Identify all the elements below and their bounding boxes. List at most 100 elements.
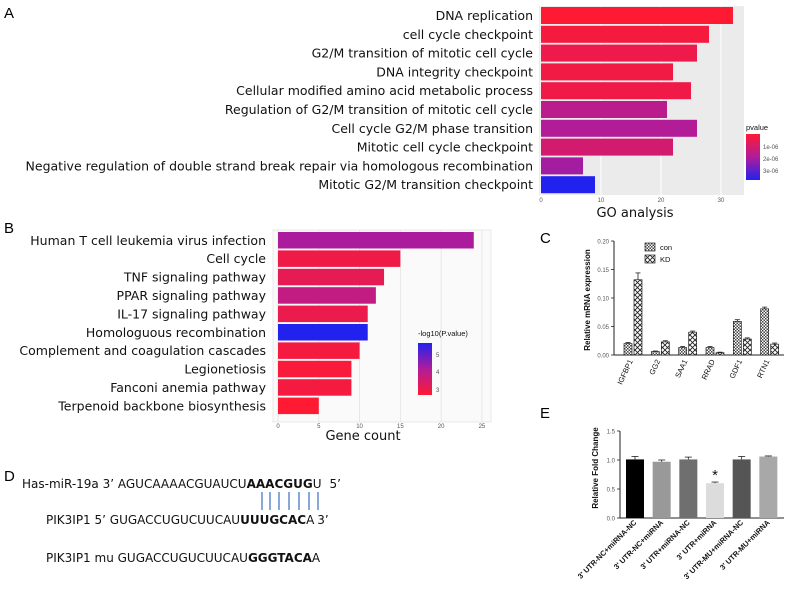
go-bar <box>541 119 697 137</box>
mrna-category-label: GG2 <box>647 358 662 376</box>
go-category-label: cell cycle checkpoint <box>403 27 533 42</box>
panel-label-e: E <box>540 405 550 422</box>
fold-category-label: 3' UTR-MU+miRNA <box>718 518 772 572</box>
target-site-region: UUUGCAC <box>240 513 306 527</box>
panel-label-a: A <box>4 5 14 22</box>
mrna-bar-con <box>705 347 715 356</box>
fold-ytick-label: 0.0 <box>607 517 616 523</box>
kegg-category-label: TNF signaling pathway <box>123 270 267 285</box>
go-category-label: Regulation of G2/M transition of mitotic… <box>225 102 533 117</box>
kegg-category-label: Cell cycle <box>206 251 266 266</box>
go-category-label: DNA integrity checkpoint <box>376 64 533 79</box>
kegg-category-label: IL-17 signaling pathway <box>117 306 266 321</box>
go-category-label: G2/M transition of mitotic cell cycle <box>312 46 534 61</box>
mrna-bar-KD <box>660 341 670 356</box>
go-legend-tick: 3e-06 <box>763 169 779 175</box>
legend-label-con: con <box>660 243 672 252</box>
mirna-sequence-tail: U <box>313 477 322 491</box>
mrna-category-label: SAA1 <box>673 358 689 379</box>
go-category-label: Mitotic cell cycle checkpoint <box>357 140 533 155</box>
fold-bar <box>759 456 778 518</box>
fold-category-label: 3' UTR-NC+miRNA <box>612 518 666 572</box>
mirna-seed-region: AAACGUG <box>247 477 313 491</box>
mrna-bar-KD <box>688 331 698 356</box>
mutant-sequence-prefix: PIK3IP1 mu GUGACCUGUCUUCAU <box>46 551 248 565</box>
mutant-sequence: PIK3IP1 mu GUGACCUGUCUUCAUGGGTACAA <box>46 551 321 565</box>
kegg-bar <box>278 397 319 415</box>
target-sequence-tail: A <box>306 513 315 527</box>
go-category-label: Negative regulation of double strand bre… <box>26 158 533 173</box>
fold-bar <box>732 459 751 518</box>
kegg-category-label: Fanconi anemia pathway <box>110 380 266 395</box>
kegg-chart: Human T cell leukemia virus infectionCel… <box>19 229 492 444</box>
mrna-bar-con <box>678 347 688 356</box>
go-bar <box>541 7 733 24</box>
fold-ytick-label: 1.5 <box>607 430 616 436</box>
go-bar <box>541 157 583 175</box>
kegg-legend-title: -log10(P.value) <box>418 329 468 338</box>
go-bar <box>541 176 595 194</box>
mutant-sequence-tail: A <box>312 551 321 565</box>
mutant-site-region: GGGTACA <box>248 551 313 565</box>
kegg-xtick-label: 15 <box>397 424 404 430</box>
go-bar <box>541 44 697 62</box>
fold-change-chart: * 0.00.51.01.5 3' UTR-NC+miRNA-NC3' UTR-… <box>576 427 784 581</box>
mirna-sequence-prefix: Has-miR-19a 3’ AGUCAAAACGUAUCU <box>22 477 247 491</box>
go-legend-tick: 2e-06 <box>763 157 779 163</box>
kegg-bar <box>278 360 352 378</box>
kegg-legend-tick: 3 <box>436 388 440 394</box>
panel-label-b: B <box>4 220 14 237</box>
go-bar <box>541 63 673 81</box>
fold-ytick-label: 1.0 <box>607 459 616 465</box>
panel-label-c: C <box>540 230 551 247</box>
go-legend-colorbar <box>746 134 760 180</box>
go-xtick-label: 0 <box>539 198 543 204</box>
mrna-category-label: RTN1 <box>755 358 771 379</box>
fold-bar <box>679 459 698 518</box>
base-pairing-lines <box>261 492 319 510</box>
kegg-bar <box>278 232 474 249</box>
mirna-sequence-end: 5’ <box>330 477 341 491</box>
kegg-xtick-label: 20 <box>438 424 445 430</box>
fold-category-label: 3' UTR+miRNA-NC <box>639 518 693 572</box>
mrna-ytick-label: 0.15 <box>597 268 609 274</box>
kegg-category-label: Legionetiosis <box>184 362 266 377</box>
kegg-category-label: Complement and coagulation cascades <box>19 343 266 358</box>
kegg-category-label: PPAR signaling pathway <box>117 288 267 303</box>
legend-swatch-kd <box>644 254 656 264</box>
panel-label-d: D <box>4 468 15 485</box>
kegg-xlabel: Gene count <box>325 429 400 444</box>
go-legend-tick: 1e-06 <box>763 145 779 151</box>
sequence-alignment: Has-miR-19a 3’ AGUCAAAACGUAUCUAAACGUGU 5’… <box>22 477 341 565</box>
mrna-bar-KD <box>715 352 725 356</box>
kegg-bar <box>278 268 385 286</box>
kegg-category-label: Homologuous recombination <box>86 325 266 340</box>
mrna-bar-con <box>732 321 742 356</box>
kegg-xtick-label: 5 <box>317 424 321 430</box>
go-bar <box>541 25 709 43</box>
significance-marker: * <box>712 467 718 484</box>
kegg-bar <box>278 324 368 341</box>
fold-bar <box>626 459 644 518</box>
kegg-bar <box>278 250 401 267</box>
kegg-bar <box>278 379 352 396</box>
kegg-xtick-label: 10 <box>356 424 363 430</box>
kegg-xtick-label: 25 <box>479 424 486 430</box>
mrna-bar-KD <box>770 343 780 356</box>
kegg-bar <box>278 342 360 359</box>
fold-bar <box>652 461 671 518</box>
kegg-bar <box>278 287 376 304</box>
go-category-label: Cell cycle G2/M phase transition <box>332 121 533 136</box>
mrna-bar-con <box>760 308 770 356</box>
legend-swatch-con <box>644 242 656 252</box>
go-bar <box>541 82 691 100</box>
mrna-ytick-label: 0.00 <box>597 354 609 360</box>
go-bar <box>541 101 667 118</box>
go-category-label: DNA replication <box>436 8 533 23</box>
target-sequence-end: 3’ <box>317 513 328 527</box>
mrna-ytick-label: 0.05 <box>597 325 609 331</box>
mrna-bar-con <box>623 343 633 356</box>
kegg-bar <box>278 305 368 323</box>
